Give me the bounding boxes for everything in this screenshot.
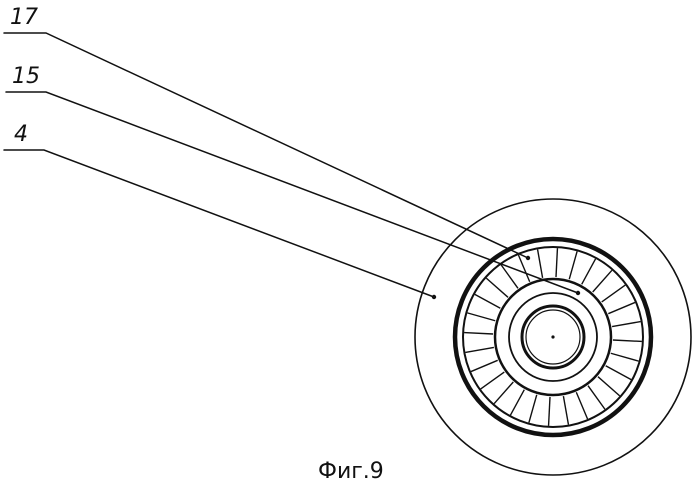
leader-line-17	[4, 33, 528, 258]
blade	[538, 249, 543, 278]
blade	[563, 396, 568, 425]
blade	[612, 322, 641, 327]
blade	[465, 347, 494, 352]
blade	[613, 340, 642, 341]
blade	[464, 333, 493, 334]
label-4: 4	[14, 122, 28, 147]
blade	[588, 386, 605, 410]
leader-line-4	[4, 150, 434, 297]
blade	[549, 397, 550, 426]
blade	[611, 353, 639, 361]
blade	[494, 382, 513, 404]
blade	[467, 313, 495, 321]
blade	[606, 366, 631, 380]
blade	[593, 270, 612, 292]
ring-assembly	[415, 199, 691, 475]
blade	[608, 302, 635, 313]
blade	[569, 251, 577, 279]
leader-dot-4	[432, 295, 436, 299]
blade	[582, 259, 596, 284]
label-15: 15	[12, 64, 40, 89]
leader-dot-15	[576, 291, 580, 295]
blade	[501, 265, 518, 289]
blade	[486, 278, 508, 297]
blade	[576, 392, 587, 419]
label-17: 17	[10, 5, 38, 30]
blade	[481, 372, 505, 389]
blade	[510, 390, 524, 415]
blade	[529, 395, 537, 423]
blade	[598, 377, 620, 396]
blade	[475, 294, 500, 308]
blade	[556, 248, 557, 277]
leader-dot-17	[526, 256, 530, 260]
blade	[471, 360, 498, 371]
blade	[602, 285, 626, 302]
center-point	[551, 335, 554, 338]
figure-caption: Фиг.9	[318, 459, 384, 484]
